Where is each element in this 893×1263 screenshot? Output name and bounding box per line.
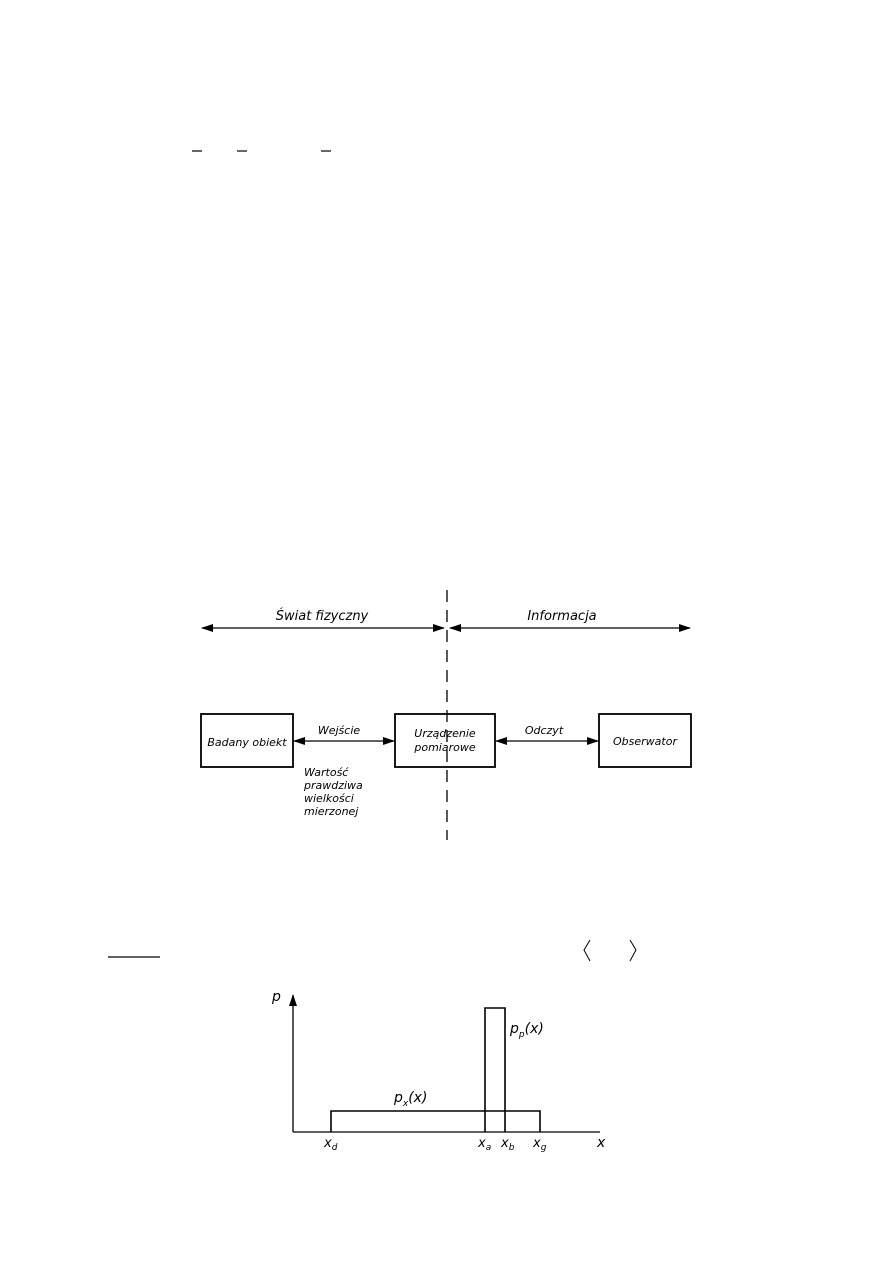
y-axis-label: p: [271, 989, 281, 1005]
tick-label-xb: xb: [500, 1136, 515, 1153]
observer-box: [598, 713, 692, 768]
true-value-note-2: prawdziwa: [303, 779, 363, 792]
true-value-note-1: Wartość: [304, 766, 349, 779]
pp-uniform-narrow: [484, 1007, 506, 1132]
tick-label-xa: xa: [477, 1136, 491, 1153]
distribution-plot: p x px(x) pp(x) xd xa xb xg: [271, 989, 606, 1153]
physical-world-label: Świat fizyczny: [276, 608, 369, 624]
observer-label: Obserwator: [613, 735, 678, 748]
x-axis-label: x: [596, 1135, 606, 1151]
measurement-block-diagram: Świat fizyczny Informacja Badany obiekt …: [200, 590, 692, 840]
information-label: Informacja: [527, 609, 596, 624]
input-label: Wejście: [318, 724, 361, 737]
px-curve-label: px(x): [393, 1090, 427, 1109]
px-uniform-wide: [330, 1110, 541, 1132]
tick-label-xd: xd: [323, 1136, 338, 1153]
measuring-device-label-1: Urządzenie: [414, 727, 476, 740]
true-value-note-3: wielkości: [304, 792, 354, 805]
tick-label-xg: xg: [532, 1136, 547, 1153]
true-value-note-4: mierzonej: [304, 805, 359, 818]
measuring-device-label-2: pomiarowe: [413, 741, 475, 754]
studied-object-label: Badany obiekt: [207, 736, 287, 749]
pp-curve-label: pp(x): [509, 1021, 544, 1040]
readout-label: Odczyt: [525, 724, 564, 737]
mid-page-marks: [108, 939, 637, 962]
